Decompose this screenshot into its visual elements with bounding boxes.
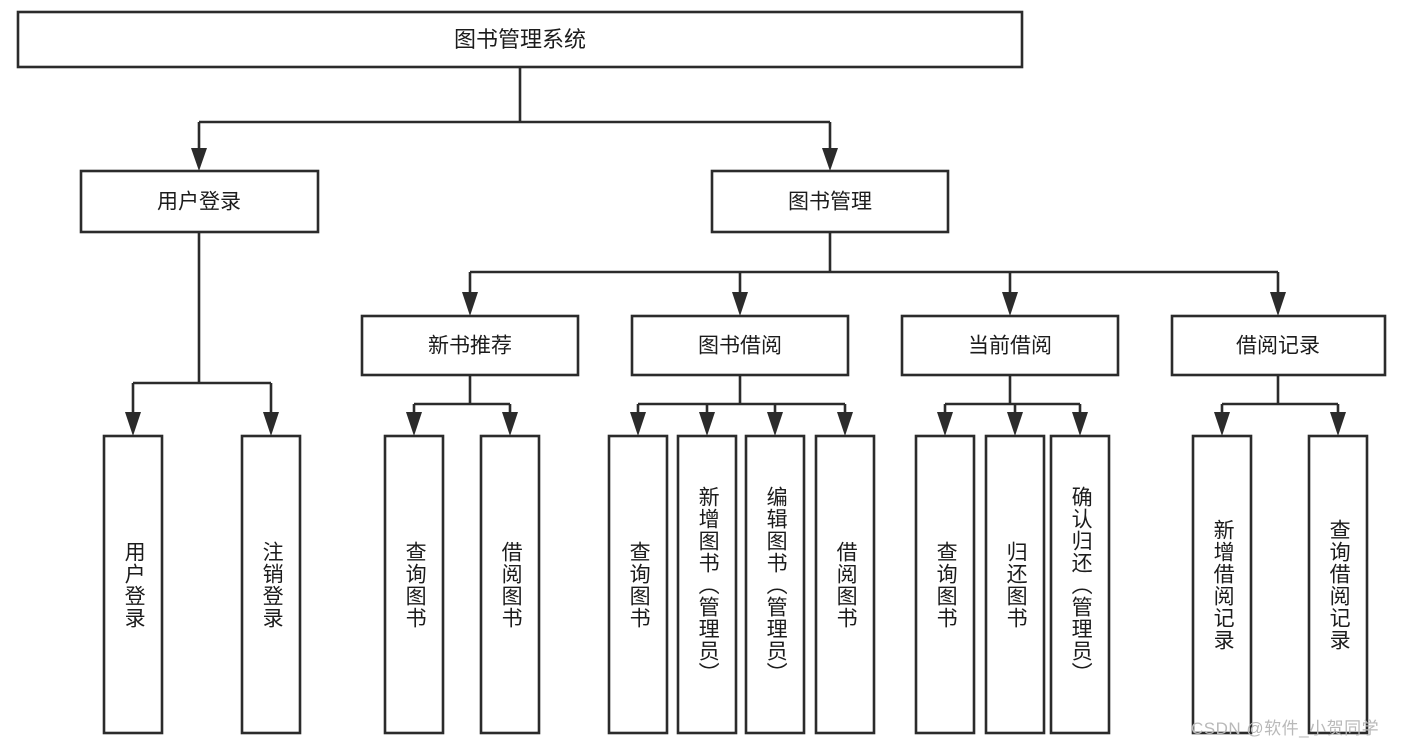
leaf-box-return-book[interactable] bbox=[984, 434, 1046, 735]
node-book-manage-box[interactable] bbox=[710, 169, 950, 234]
leaf-box-add-record[interactable] bbox=[1191, 434, 1253, 735]
arrow-to-new-book bbox=[462, 292, 478, 316]
node-book-borrow-label: 图书借阅 bbox=[698, 335, 782, 358]
leaf-box-borrow-book-b[interactable] bbox=[814, 434, 876, 735]
arrow-leaf-confirm-return bbox=[1072, 412, 1088, 436]
node-borrow-record-label: 借阅记录 bbox=[1236, 335, 1320, 358]
node-new-book-box[interactable] bbox=[360, 314, 580, 377]
arrow-leaf-borrow-book-a bbox=[502, 412, 518, 436]
arrow-to-user-login bbox=[191, 148, 207, 171]
connector-layer bbox=[125, 67, 1346, 436]
node-root-box[interactable] bbox=[16, 10, 1024, 69]
node-user-login-label: 用户登录 bbox=[157, 191, 241, 214]
arrow-to-current-borrow bbox=[1002, 292, 1018, 316]
leaf-box-confirm-return[interactable] bbox=[1049, 434, 1111, 735]
leaf-box-query-record[interactable] bbox=[1307, 434, 1369, 735]
leaf-box-add-book[interactable] bbox=[676, 434, 738, 735]
arrow-to-book-borrow bbox=[732, 292, 748, 316]
node-layer: 图书管理系统 用户登录 图书管理 新书推荐 图书借阅 当前借阅 借阅记录 bbox=[16, 10, 1387, 735]
arrow-leaf-edit-book bbox=[767, 412, 783, 436]
arrow-leaf-query-record bbox=[1330, 412, 1346, 436]
arrow-to-book-manage bbox=[822, 148, 838, 171]
arrow-leaf-logout bbox=[263, 412, 279, 436]
node-book-manage-label: 图书管理 bbox=[788, 191, 872, 214]
node-current-borrow-box[interactable] bbox=[900, 314, 1120, 377]
leaf-box-edit-book[interactable] bbox=[744, 434, 806, 735]
arrow-leaf-user-login bbox=[125, 412, 141, 436]
arrow-leaf-query-book-a bbox=[406, 412, 422, 436]
leaf-box-user-login[interactable] bbox=[102, 434, 164, 735]
leaf-box-borrow-book-a[interactable] bbox=[479, 434, 541, 735]
node-book-borrow-box[interactable] bbox=[630, 314, 850, 377]
leaf-box-query-book-b[interactable] bbox=[607, 434, 669, 735]
arrow-leaf-add-record bbox=[1214, 412, 1230, 436]
arrow-leaf-borrow-book-b bbox=[837, 412, 853, 436]
node-current-borrow-label: 当前借阅 bbox=[968, 335, 1052, 358]
node-user-login-box[interactable] bbox=[79, 169, 320, 234]
csdn-watermark: CSDN @软件_小贺同学 bbox=[1191, 719, 1380, 738]
node-borrow-record-box[interactable] bbox=[1170, 314, 1387, 377]
node-new-book-label: 新书推荐 bbox=[428, 335, 512, 358]
arrow-leaf-query-book-c bbox=[937, 412, 953, 436]
node-root-label: 图书管理系统 bbox=[454, 27, 586, 52]
arrow-leaf-add-book bbox=[699, 412, 715, 436]
leaf-box-logout[interactable] bbox=[240, 434, 302, 735]
leaf-box-query-book-a[interactable] bbox=[383, 434, 445, 735]
leaf-box-query-book-c[interactable] bbox=[914, 434, 976, 735]
arrow-to-borrow-record bbox=[1270, 292, 1286, 316]
arrow-leaf-return-book bbox=[1007, 412, 1023, 436]
arrow-leaf-query-book-b bbox=[630, 412, 646, 436]
